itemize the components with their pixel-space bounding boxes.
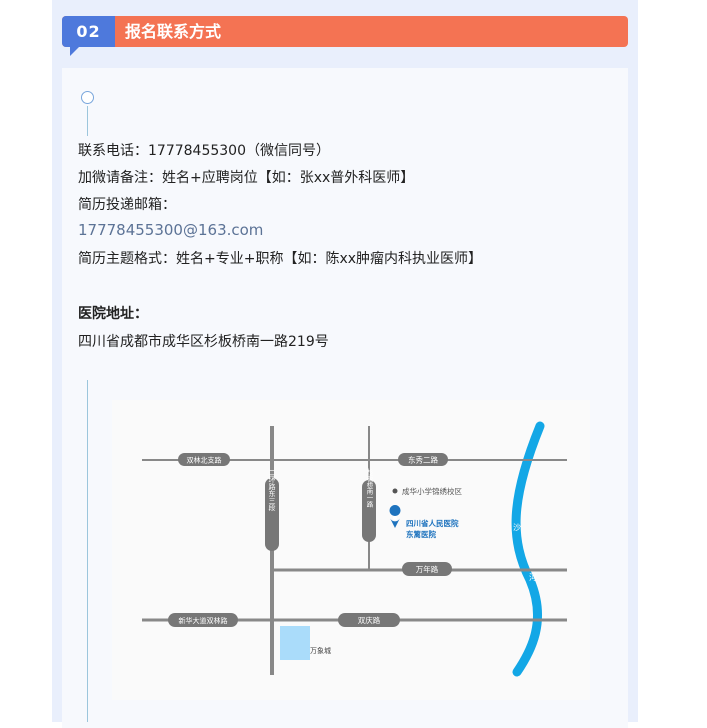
section-title: 报名联系方式 (125, 22, 222, 41)
road-label-wannian: 万年路 (416, 564, 439, 574)
road-pill (168, 613, 238, 627)
contact-wechat-note: 加微请备注：姓名+应聘岗位【如：张xx普外科医师】 (78, 170, 415, 186)
road-label-shuanglin-north: 双林北支路 (187, 456, 222, 465)
road-label-second-ring: 二环路东三段 (268, 469, 276, 512)
timeline-line-lower (87, 380, 88, 722)
mall-block (280, 626, 310, 660)
section-number-tail (70, 47, 79, 56)
contact-resume-subject: 简历主题格式：姓名+专业+职称【如：陈xx肿瘤内科执业医师】 (78, 251, 483, 267)
timeline-circle-icon (81, 91, 94, 104)
road-label-shuangqing: 双庆路 (358, 615, 381, 625)
road-pill-vertical (265, 478, 279, 551)
section-header-bar (62, 16, 628, 47)
hospital-pin-icon (389, 505, 401, 528)
hospital-label-2: 东篱医院 (406, 529, 436, 539)
address-label: 医院地址： (78, 306, 148, 322)
river-label-2: 河 (529, 572, 537, 582)
contact-email-label: 简历投递邮箱： (78, 197, 176, 213)
road-label-dongxiu: 东秀二路 (408, 455, 438, 465)
road-pill-vertical (362, 480, 376, 542)
timeline-line (87, 106, 88, 136)
river-shape (511, 421, 545, 677)
school-marker-icon (392, 488, 398, 494)
address-value: 四川省成都市成华区杉板桥南一路219号 (78, 334, 329, 350)
hospital-label-1: 四川省人民医院 (406, 518, 459, 528)
river-label-1: 沙 (513, 523, 521, 532)
road-pill (402, 562, 452, 576)
road-label-shanbanqiao: 杉板桥南一路 (365, 467, 373, 509)
section-number-badge: 02 (62, 16, 115, 47)
school-label: 成华小学锦绣校区 (402, 486, 462, 496)
road-label-xinhua: 新华大道双林路 (179, 616, 228, 625)
road-pill (398, 453, 448, 466)
location-map: 沙 河 双林北支路 东秀二路 二环路东三段 杉板桥南一路 万年路 新华大道双林路… (112, 400, 590, 700)
map-background (112, 400, 590, 700)
contact-email-link[interactable]: 17778455300@163.com (78, 221, 264, 239)
mall-label: 万象城 (310, 646, 331, 655)
road-pill (338, 613, 400, 627)
contact-phone: 联系电话：17778455300（微信同号） (78, 143, 330, 159)
road-pill (178, 453, 230, 466)
